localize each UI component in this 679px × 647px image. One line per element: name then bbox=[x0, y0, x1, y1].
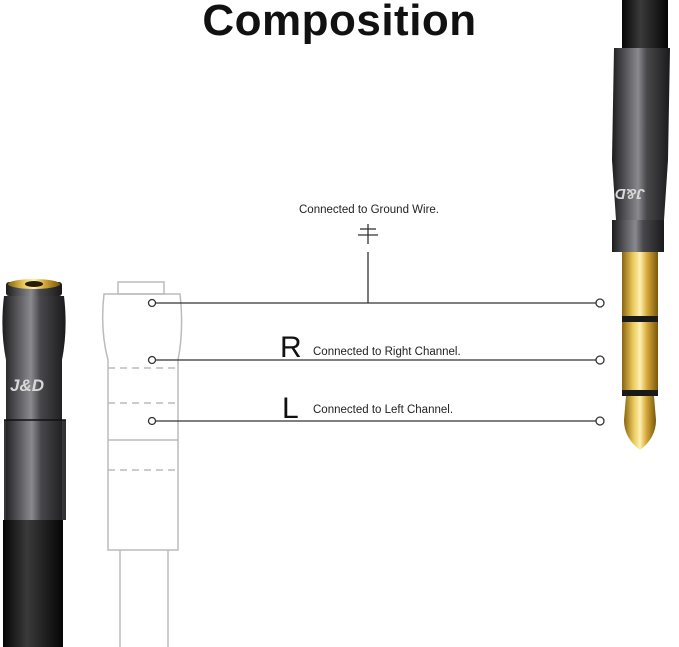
terminal-right-right bbox=[595, 355, 605, 365]
left-letter: L bbox=[282, 392, 299, 425]
female-jack bbox=[2, 279, 66, 647]
terminal-left-right bbox=[147, 355, 157, 365]
terminal-right-left bbox=[595, 416, 605, 426]
plug-brand-logo: J&D bbox=[615, 185, 646, 202]
female-jack-outline bbox=[101, 281, 183, 647]
page-title: Composition bbox=[202, 0, 477, 45]
ground-icon bbox=[358, 224, 378, 244]
terminal-points bbox=[147, 298, 605, 426]
right-label: Connected to Right Channel. bbox=[313, 346, 461, 358]
jack-brand-logo: J&D bbox=[10, 376, 45, 395]
terminal-left-ground bbox=[147, 298, 157, 308]
wire-lines bbox=[152, 252, 600, 422]
terminal-right-ground bbox=[595, 298, 605, 308]
terminal-left-left bbox=[147, 416, 157, 426]
ground-label: Connected to Ground Wire. bbox=[299, 204, 439, 216]
right-letter: R bbox=[280, 331, 302, 364]
left-label: Connected to Left Channel. bbox=[313, 404, 454, 416]
male-plug bbox=[612, 0, 670, 450]
